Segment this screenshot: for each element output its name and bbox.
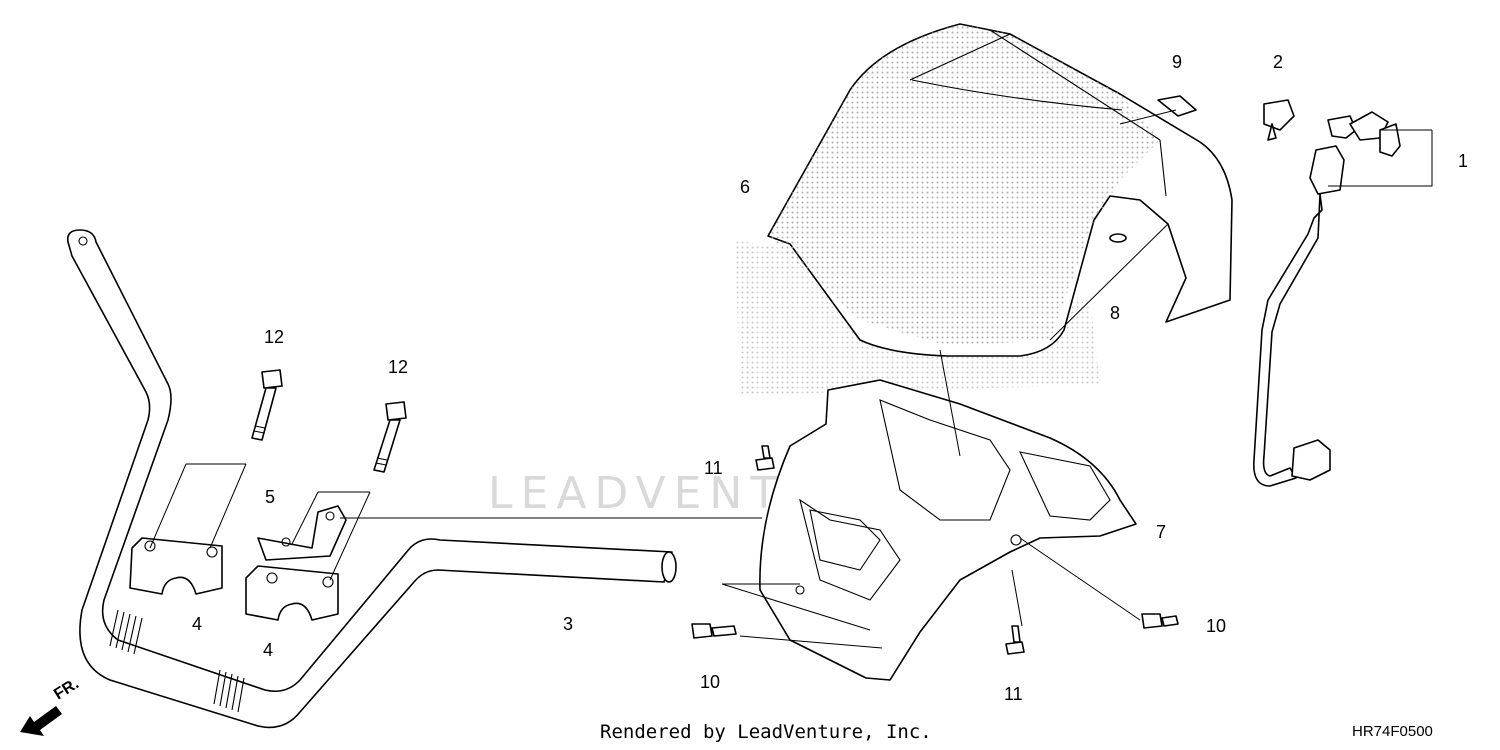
bracket[interactable] — [257, 505, 347, 561]
callout-4-left: 4 — [192, 614, 202, 634]
ignition-switch[interactable] — [1253, 111, 1401, 487]
callout-5: 5 — [265, 487, 275, 507]
callout-6: 6 — [740, 177, 750, 197]
bolt-12-right[interactable] — [373, 401, 407, 473]
inner-cover[interactable] — [759, 379, 1137, 681]
grip-knurl-left — [109, 609, 143, 655]
screw-10-left[interactable] — [691, 623, 737, 639]
grommet[interactable] — [1109, 233, 1127, 243]
callouts: 1 2 3 4 4 5 6 7 8 9 10 10 11 11 12 12 — [192, 52, 1468, 704]
key-cap[interactable] — [1263, 99, 1295, 141]
screw-10-right[interactable] — [1141, 613, 1179, 629]
callout-1: 1 — [1458, 151, 1468, 171]
callout-2: 2 — [1273, 52, 1283, 72]
screw-11-left[interactable] — [755, 445, 775, 471]
front-cover[interactable] — [767, 23, 1233, 357]
screw-11-right[interactable] — [1005, 625, 1025, 655]
leader-lines — [149, 109, 1433, 649]
callout-12-left: 12 — [264, 327, 284, 347]
callout-12-right: 12 — [388, 357, 408, 377]
diagram-code: HR74F0500 — [1352, 723, 1433, 740]
handlebar-holder-right[interactable] — [245, 565, 339, 621]
callout-7: 7 — [1156, 522, 1166, 542]
callout-10-right: 10 — [1206, 616, 1226, 636]
callout-11-right: 11 — [1004, 684, 1023, 704]
callout-10-left: 10 — [700, 672, 720, 692]
grip-knurl-right — [213, 669, 245, 713]
callout-11-left: 11 — [704, 458, 723, 478]
direction-label: FR. — [51, 675, 82, 703]
callout-8: 8 — [1110, 303, 1120, 323]
footer-credit: Rendered by LeadVenture, Inc. — [600, 721, 932, 743]
callout-9: 9 — [1172, 52, 1182, 72]
front-direction-arrow: FR. — [20, 675, 82, 736]
callout-3: 3 — [563, 614, 573, 634]
callout-4-right: 4 — [263, 640, 273, 660]
bolt-12-left[interactable] — [251, 369, 283, 441]
handlebar[interactable] — [66, 229, 677, 729]
handlebar-holder-left[interactable] — [129, 537, 223, 595]
